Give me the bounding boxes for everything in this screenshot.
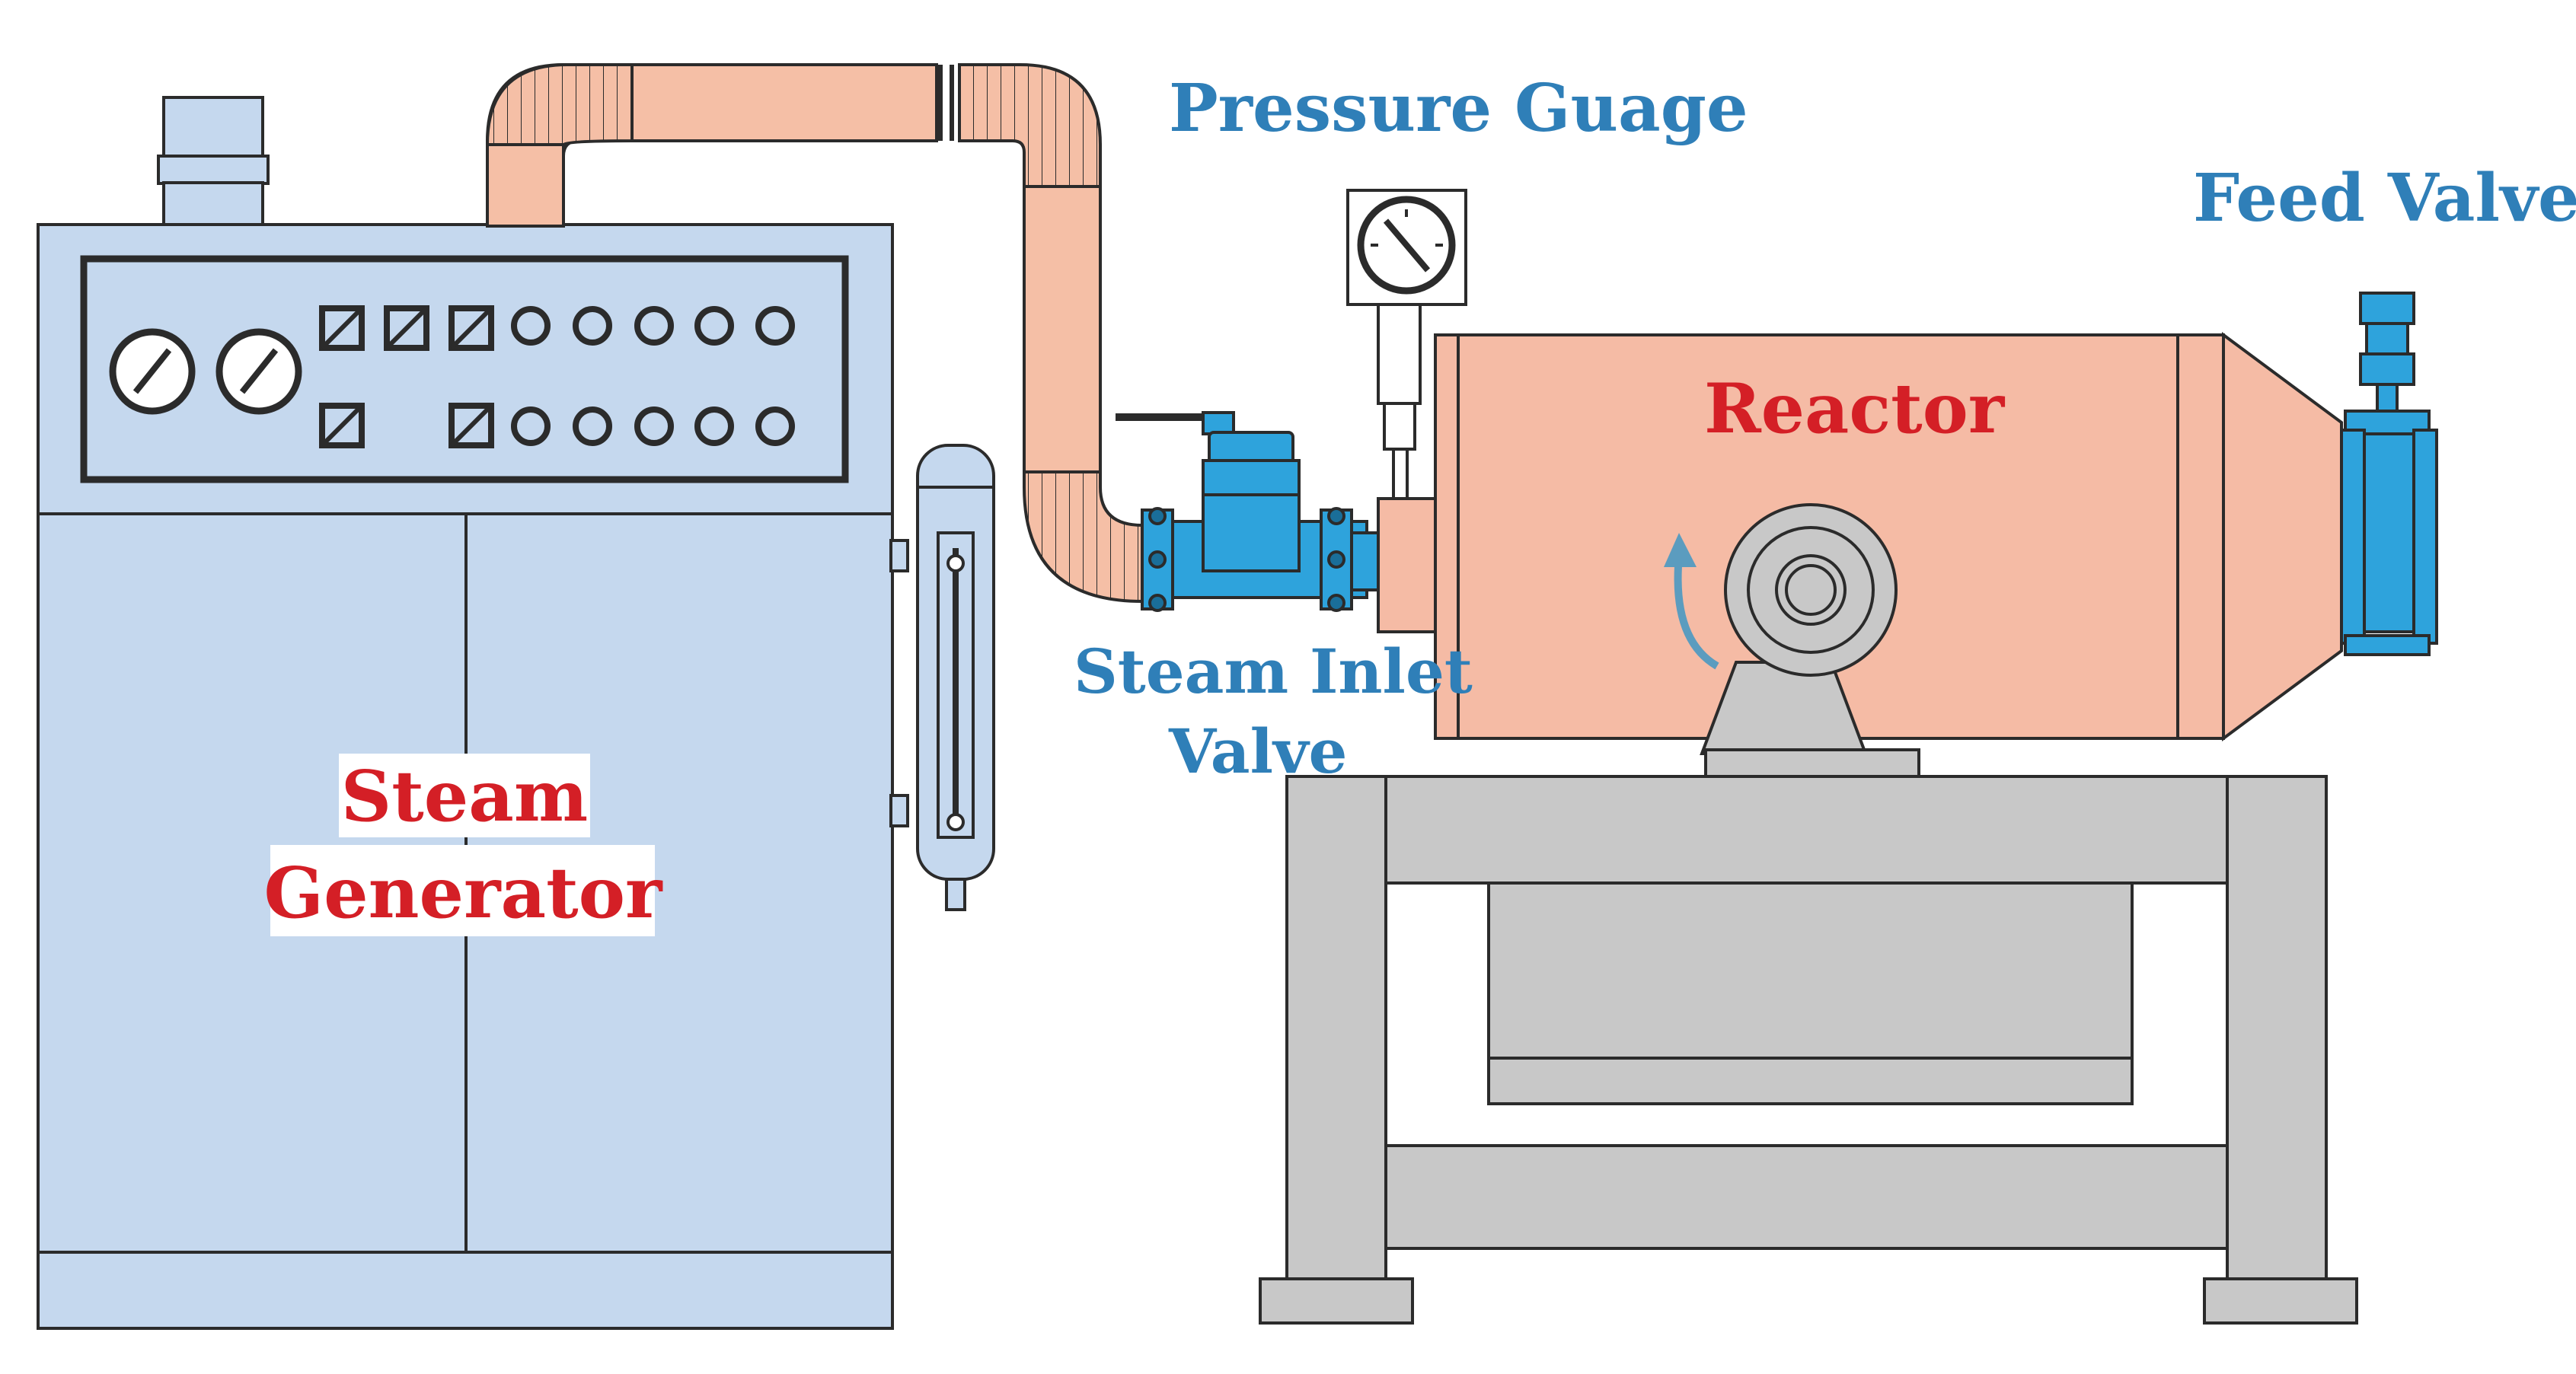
label-steam-generator-backdrop [270, 845, 655, 936]
label-steam-generator-backdrop [339, 754, 590, 837]
reactor [1377, 332, 2343, 778]
panel-switches [319, 305, 494, 448]
steam-inlet-valve [1116, 411, 1395, 612]
generator-vent [157, 96, 270, 226]
pressure-dial-icon [215, 328, 302, 415]
reactor-stand [1259, 775, 2358, 1325]
label-feed-valve: Feed Valve [2193, 160, 2576, 237]
water-level-sight-glass [889, 444, 995, 911]
label-steam-inlet-valve-line1: Steam Inlet [1074, 636, 1473, 707]
pressure-gauge [1346, 189, 1467, 504]
drive-hub-pedestal [1700, 503, 1920, 778]
label-steam-generator-line1: Steam [341, 755, 588, 837]
panel-indicator-lamps [511, 306, 795, 446]
label-steam-generator-line2: Generator [264, 852, 663, 934]
steam-pipe [485, 63, 1144, 604]
rotation-arrow-head [1664, 533, 1697, 567]
rotation-arrow-icon [1674, 555, 1719, 670]
reactor-cone [2222, 332, 2343, 741]
label-steam-inlet-valve-line2: Valve [1168, 716, 1347, 787]
pressure-dial-icon [109, 328, 196, 415]
label-pressure-gauge: Pressure Guage [1169, 70, 1748, 147]
steam-generator [37, 96, 995, 1330]
reactor-inlet-nozzle [1377, 497, 1441, 633]
label-reactor: Reactor [1704, 368, 2006, 449]
feed-valve [2340, 292, 2438, 656]
